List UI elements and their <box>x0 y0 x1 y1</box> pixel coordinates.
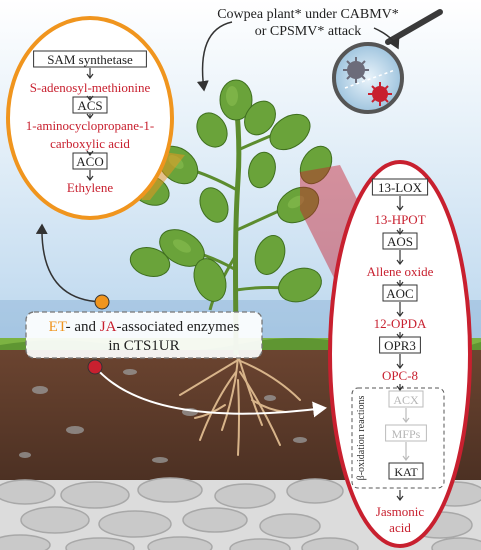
enzyme-label: KAT <box>394 465 418 479</box>
enzyme-label: MFPs <box>392 427 421 441</box>
enzyme-label: ACX <box>393 393 419 407</box>
metabolite-label: OPC-8 <box>382 368 418 383</box>
et-connector-dot <box>94 294 110 310</box>
beta-oxidation-label: β-oxidation reactions <box>356 396 367 481</box>
enzyme-label: OPR3 <box>384 338 416 353</box>
pathway-arrowhead <box>396 281 404 287</box>
pathway-arrowhead <box>402 455 410 461</box>
caption-arrow-to-magnifier <box>373 27 400 50</box>
ja-connector-dot <box>87 359 103 375</box>
beta-oxidation-box <box>351 387 445 489</box>
enzyme-box <box>371 178 429 196</box>
pathway-arrowhead <box>396 259 404 265</box>
virus-icon <box>343 57 369 83</box>
caption-line-2: or CPSMV* attack <box>255 24 362 39</box>
enzyme-label: 13-LOX <box>378 180 423 195</box>
pathway-arrowhead <box>396 333 404 339</box>
pathway-arrowhead <box>396 385 404 391</box>
metabolite-label: carboxylic acid <box>50 136 130 151</box>
legend-tail: -associated enzymes <box>116 319 239 335</box>
legend-connector: - and <box>66 319 100 335</box>
metabolite-label: 1-aminocyclopropane-1- <box>26 118 155 133</box>
metabolite-label: 13-HPOT <box>374 212 425 227</box>
pathway-arrowhead <box>86 150 94 156</box>
metabolite-label: Ethylene <box>67 180 113 195</box>
et-connector-arrow <box>35 223 103 303</box>
pathway-arrowhead <box>86 73 94 79</box>
pathway-arrowhead <box>396 229 404 235</box>
ja-product-line-1: Jasmonic <box>376 504 425 519</box>
enzyme-legend-box: ET- and JA-associated enzymes in CTS1UR <box>25 311 263 359</box>
caption-arrow-to-plant <box>196 21 233 92</box>
metabolite-label: 12-OPDA <box>374 316 427 331</box>
metabolite-label: Allene oxide <box>367 264 434 279</box>
metabolite-label: S-adenosyl-methionine <box>30 80 151 95</box>
pathway-arrowhead <box>396 311 404 317</box>
virus-icon <box>368 82 392 106</box>
enzyme-box <box>388 390 424 408</box>
legend-et-term: ET <box>49 319 67 335</box>
enzyme-label: AOS <box>387 234 413 249</box>
legend-ja-term: JA <box>100 319 117 335</box>
ja-connector-arrow <box>94 366 327 418</box>
pathway-arrowhead <box>86 95 94 101</box>
legend-line-2: in CTS1UR <box>108 338 179 354</box>
enzyme-box <box>388 462 424 480</box>
enzyme-box <box>385 424 427 442</box>
caption-line-1: Cowpea plant* under CABMV* <box>217 7 399 22</box>
enzyme-label: AOC <box>386 286 413 301</box>
magnifier-icon <box>332 9 443 114</box>
enzyme-label: SAM synthetase <box>47 52 133 67</box>
pathway-arrowhead <box>86 175 94 181</box>
pathway-arrowhead <box>402 417 410 423</box>
pathway-arrowhead <box>396 363 404 369</box>
ja-product-line-2: acid <box>389 520 411 535</box>
pathway-arrowhead <box>396 205 404 211</box>
enzyme-label: ACO <box>76 154 103 169</box>
pathway-arrowhead <box>396 495 404 501</box>
enzyme-box <box>33 50 147 68</box>
legend-line-1: ET- and JA-associated enzymes <box>49 319 240 335</box>
pathway-arrowhead <box>86 113 94 119</box>
plant-icon <box>129 79 333 356</box>
enzyme-label: ACS <box>77 98 102 113</box>
